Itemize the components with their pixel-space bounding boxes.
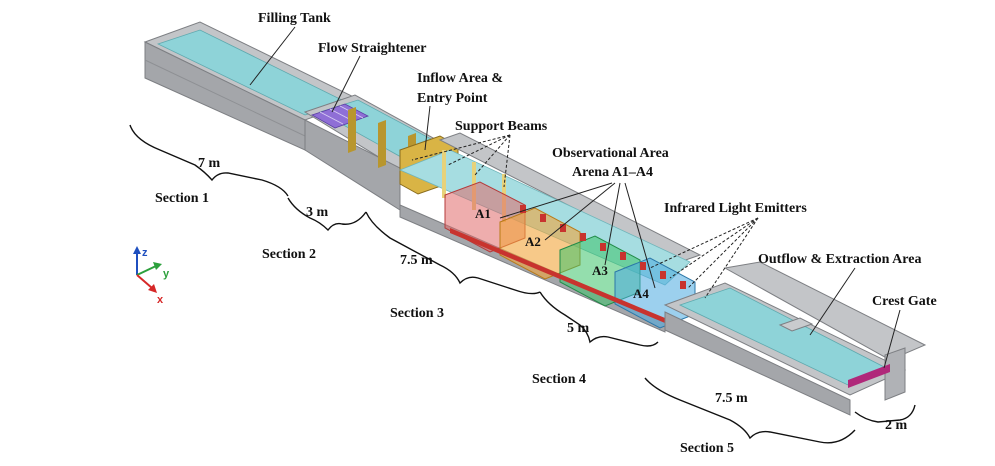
flow-straightener-grid-1 — [319, 111, 344, 125]
emitter — [580, 233, 586, 241]
leader-infrared-3 — [687, 217, 759, 289]
leader-crest-gate — [883, 309, 901, 369]
axis-y-label: y — [163, 268, 170, 280]
emitter — [560, 224, 566, 232]
leader-inflow-area — [424, 105, 431, 151]
brace-5m — [539, 291, 659, 347]
filling-tank-rim — [144, 59, 306, 137]
label-outflow-area: Outflow & Extraction Area — [758, 252, 921, 267]
section-1-label: Section 1 — [155, 191, 209, 206]
arena-a3-label: A3 — [592, 263, 608, 278]
leader-filling-tank — [249, 26, 296, 86]
emitter-floor-strip — [450, 228, 665, 323]
leader-observational-a4 — [624, 182, 656, 289]
outflow-back-wall — [723, 261, 927, 361]
dim-7-5m-a: 7.5 m — [400, 253, 433, 268]
outflow-end-wall — [884, 347, 906, 401]
leader-observational-a2 — [544, 182, 616, 241]
label-inflow-area-line1: Inflow Area & — [417, 71, 503, 86]
emitter — [540, 214, 546, 222]
axis-x-arrow — [148, 284, 157, 293]
dim-2m: 2 m — [885, 418, 908, 433]
axis-y-line — [136, 265, 157, 276]
section-5-label: Section 5 — [680, 441, 734, 456]
emitter — [640, 262, 646, 270]
axis-x-label: x — [157, 294, 164, 306]
outflow-tank — [663, 261, 927, 416]
leader-infrared-2 — [669, 217, 759, 279]
section-3-label: Section 3 — [390, 306, 444, 321]
label-observational-area-line1: Observational Area — [552, 146, 669, 161]
leader-support-beams-3 — [503, 134, 511, 188]
leader-support-beams-2 — [474, 134, 511, 176]
label-flow-straightener: Flow Straightener — [318, 41, 426, 56]
filling-tank — [143, 21, 362, 151]
brace-7-5m-b — [644, 377, 856, 444]
dim-7-5m-b: 7.5 m — [715, 391, 748, 406]
leader-observational-a3 — [604, 182, 621, 266]
leader-support-beams-1 — [447, 134, 511, 166]
infrared-emitters — [520, 205, 686, 289]
arena-a2-label: A2 — [525, 234, 541, 249]
label-support-beams: Support Beams — [455, 119, 548, 134]
support-beam-1 — [442, 150, 446, 198]
brace-3m — [287, 197, 367, 232]
inflow-beam-1 — [348, 107, 356, 153]
emitter — [620, 252, 626, 260]
leader-flow-straightener — [331, 55, 361, 113]
brace-7m — [129, 124, 289, 197]
emitter — [680, 281, 686, 289]
label-filling-tank: Filling Tank — [258, 11, 331, 26]
dim-5m: 5 m — [567, 321, 590, 336]
emitter — [600, 243, 606, 251]
arena-a4-label: A4 — [633, 286, 649, 301]
emitter — [660, 271, 666, 279]
leader-observational-a1 — [499, 182, 613, 219]
outflow-extraction-block — [778, 317, 814, 332]
leader-support-beams-4 — [411, 134, 511, 161]
crest-gate — [848, 364, 890, 388]
label-crest-gate: Crest Gate — [872, 294, 937, 309]
emitter — [520, 205, 526, 213]
brace-7-5m-a — [365, 211, 541, 295]
axis-x-line — [136, 274, 153, 289]
section-4-label: Section 4 — [532, 372, 586, 387]
inflow-beam-2 — [378, 120, 386, 168]
axis-z-label: z — [142, 247, 148, 259]
arena-a1-label: A1 — [475, 206, 491, 221]
leader-infrared-4 — [704, 217, 759, 299]
axis-z-arrow — [133, 246, 141, 254]
axes-glyph: z y x — [133, 246, 170, 306]
leader-outflow-area — [809, 267, 856, 336]
dim-3m: 3 m — [306, 205, 329, 220]
label-observational-area-line2: Arena A1–A4 — [572, 165, 653, 180]
outflow-front-face — [664, 311, 851, 416]
brace-2m — [854, 404, 916, 423]
section-2-label: Section 2 — [262, 247, 316, 262]
label-infrared-emitters: Infrared Light Emitters — [664, 201, 807, 216]
axis-y-arrow — [153, 262, 162, 270]
dim-7m: 7 m — [198, 156, 221, 171]
label-inflow-area-line2: Entry Point — [417, 91, 488, 106]
